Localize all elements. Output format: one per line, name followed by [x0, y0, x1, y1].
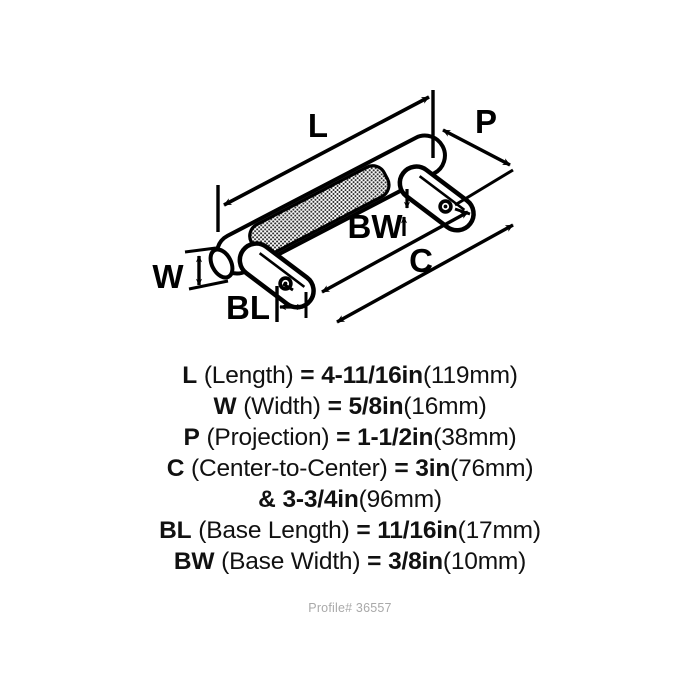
- spec-metric: (76mm): [450, 455, 534, 482]
- spec-metric: (10mm): [442, 548, 527, 575]
- spec-line-width: W (Width) = 5/8in(16mm): [0, 391, 700, 422]
- spec-equals: =: [356, 517, 371, 544]
- base-width-label: BW: [348, 208, 404, 245]
- product-dimension-drawing: L P W BL: [152, 90, 514, 326]
- spec-line-base-length: BL (Base Length) = 11/16in(17mm): [0, 515, 700, 546]
- spec-name: (Base Width): [221, 548, 361, 575]
- width-extension-bottom: [188, 279, 229, 291]
- spec-symbol: BW: [173, 548, 215, 575]
- width-label: W: [152, 258, 184, 295]
- spec-symbol: BL: [159, 517, 192, 544]
- spec-name: (Center-to-Center): [191, 455, 388, 482]
- spec-line-center-to-center-alt: & 3-3/4in(96mm): [0, 484, 700, 515]
- handle-body: [208, 133, 476, 310]
- bar-left-end-cap: [208, 247, 235, 280]
- center-to-center-reference-left: [282, 282, 294, 292]
- spec-symbol: P: [183, 424, 200, 451]
- spec-conjunction: &: [258, 486, 276, 513]
- dimension-width: W: [152, 246, 229, 295]
- width-extension-top: [184, 246, 217, 254]
- center-to-center-label: C: [409, 242, 433, 279]
- center-to-center-line-2: [336, 223, 514, 324]
- spec-metric: (38mm): [433, 424, 517, 451]
- spec-equals: =: [300, 362, 315, 389]
- spec-value: 3-3/4in: [282, 486, 359, 513]
- spec-name: (Base Length): [198, 517, 350, 544]
- spec-value: 4-11/16in: [321, 362, 423, 389]
- projection-dimension-line: [442, 128, 511, 167]
- projection-label: P: [475, 103, 497, 140]
- drawing-canvas: L P W BL: [152, 90, 514, 326]
- base-length-label: BL: [226, 289, 270, 326]
- spec-line-base-width: BW (Base Width) = 3/8in(10mm): [0, 546, 700, 577]
- projection-reference-line: [454, 168, 514, 207]
- spec-equals: =: [367, 548, 382, 575]
- spec-metric: (17mm): [457, 517, 541, 544]
- spec-name: (Projection): [206, 424, 330, 451]
- spec-metric: (119mm): [422, 362, 518, 389]
- length-dimension-line: [223, 95, 430, 207]
- spec-equals: =: [336, 424, 351, 451]
- dimension-length: L: [216, 90, 435, 232]
- spec-symbol: L: [182, 362, 198, 389]
- spec-value: 1-1/2in: [357, 424, 434, 451]
- spec-value: 5/8in: [348, 393, 404, 420]
- dimension-base-length: BL: [226, 286, 308, 326]
- spec-line-length: L (Length) = 4-11/16in(119mm): [0, 360, 700, 391]
- spec-line-projection: P (Projection) = 1-1/2in(38mm): [0, 422, 700, 453]
- spec-equals: =: [394, 455, 409, 482]
- dimension-projection: P: [442, 103, 514, 207]
- spec-metric: (16mm): [403, 393, 487, 420]
- spec-symbol: W: [213, 393, 237, 420]
- spec-line-center-to-center: C (Center-to-Center) = 3in(76mm): [0, 453, 700, 484]
- spec-equals: =: [327, 393, 342, 420]
- spec-metric: (96mm): [358, 486, 442, 513]
- right-base-screw-center: [443, 204, 448, 209]
- left-base-barrel: [237, 241, 316, 310]
- spec-name: (Length): [203, 362, 294, 389]
- dimension-center-to-center: C: [282, 207, 514, 324]
- spec-name: (Width): [243, 393, 321, 420]
- profile-number: Profile# 36557: [308, 601, 392, 615]
- specification-list: L (Length) = 4-11/16in(119mm) W (Width) …: [0, 360, 700, 577]
- left-base-highlight: [258, 252, 306, 288]
- center-to-center-reference-right: [454, 207, 471, 216]
- spec-value: 3/8in: [388, 548, 443, 575]
- spec-symbol: C: [166, 455, 185, 482]
- spec-value: 3in: [415, 455, 451, 482]
- spec-value: 11/16in: [377, 517, 458, 544]
- length-label: L: [308, 107, 328, 144]
